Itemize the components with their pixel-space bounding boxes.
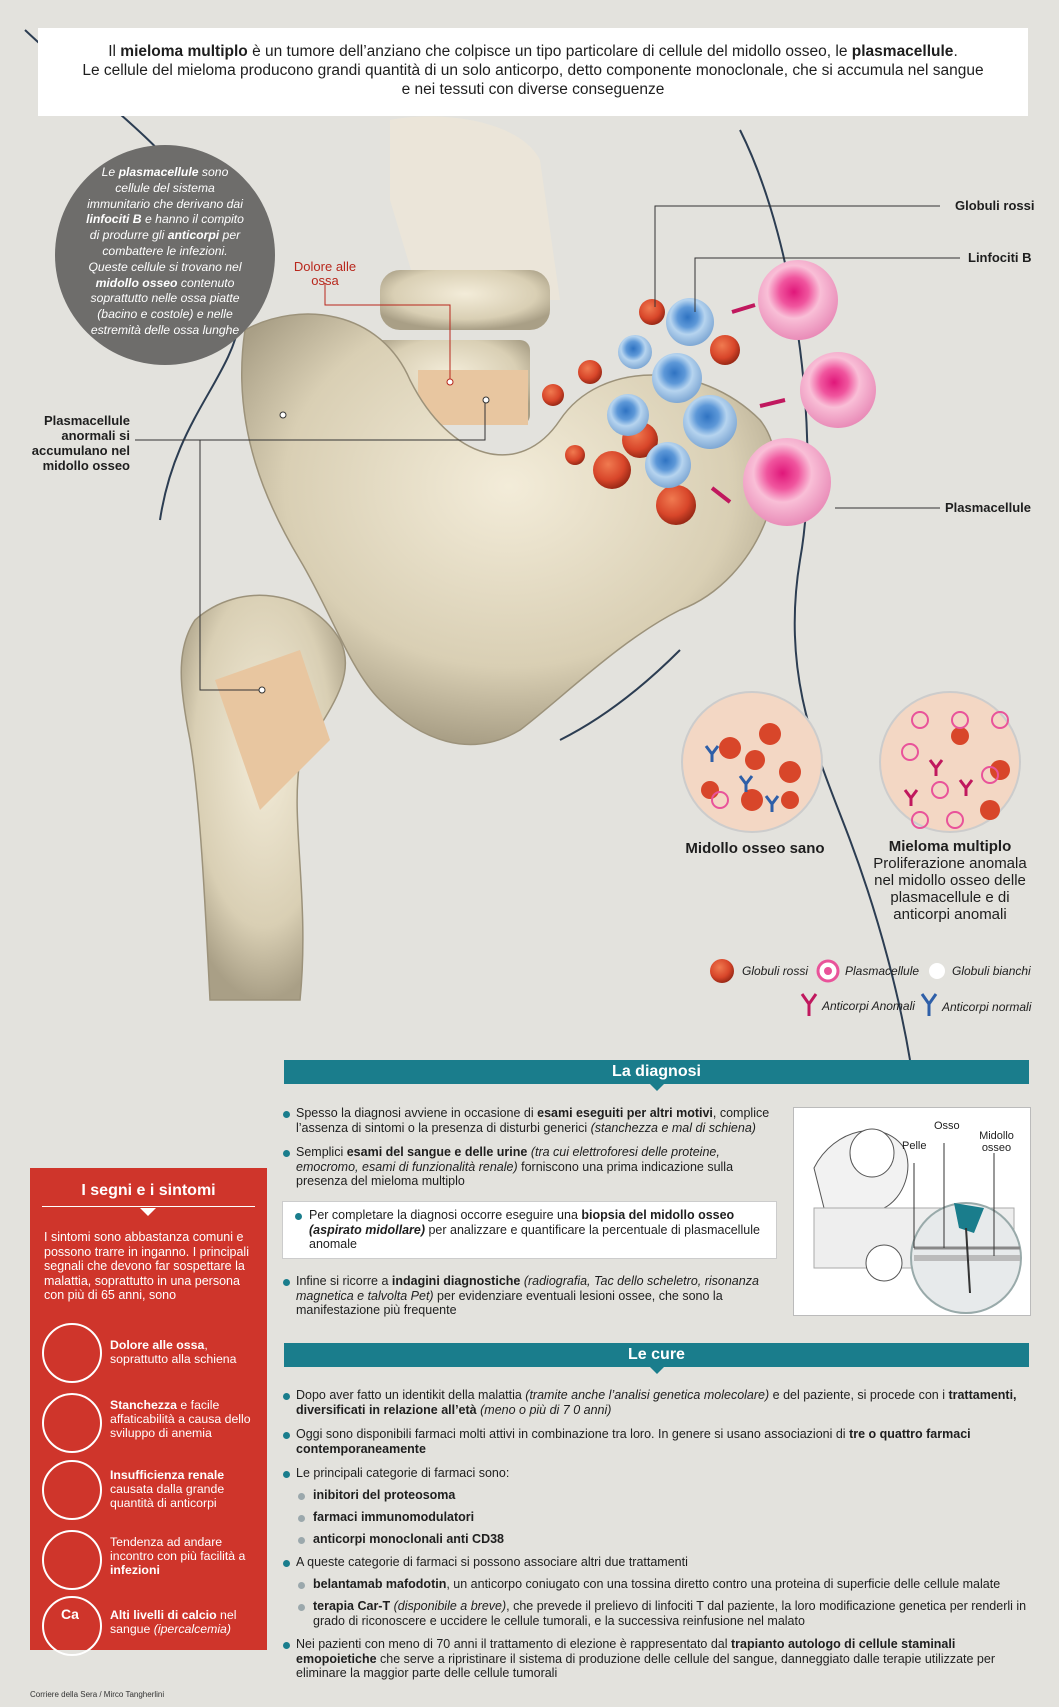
intro-box: Il mieloma multiplo è un tumore dell’anz… (38, 28, 1028, 116)
sintomo-4: Tendenza ad andare incontro con più faci… (110, 1535, 246, 1577)
cure-header: Le cure (284, 1343, 1029, 1374)
cure-point-3: Le principali categorie di farmaci sono: (296, 1466, 510, 1480)
sintomo-3: Insufficienza renale causata dalla grand… (110, 1468, 225, 1510)
fig-label-pelle: Pelle (902, 1140, 927, 1152)
diagnosi-point-3: Per completare la diagnosi occorre esegu… (309, 1208, 760, 1252)
sintomo-2: Stanchezza e facile affaticabilità a cau… (110, 1398, 251, 1440)
cure-point-1: Dopo aver fatto un identikit della malat… (296, 1388, 1017, 1417)
segni-sintomi-panel: I segni e i sintomi I sintomi sono abbas… (30, 1168, 267, 1656)
plasmacell-info-bubble: Le plasmacellule sono cellule del sistem… (55, 145, 275, 365)
cure-point-4: A queste categorie di farmaci si possono… (296, 1555, 688, 1569)
sintomo-5: Alti livelli di calcio nel sangue (iperc… (110, 1608, 237, 1636)
sintomo-1: Dolore alle ossa, soprattutto alla schie… (110, 1338, 237, 1366)
label-globuli-rossi: Globuli rossi (955, 198, 1035, 213)
diagnosi-header: La diagnosi (284, 1060, 1029, 1091)
caption-mieloma-desc: Proliferazione anomala nel midollo osseo… (873, 855, 1027, 923)
legend-plasmacellule: Plasmacellule (845, 964, 920, 978)
legend-globuli-rossi: Globuli rossi (742, 964, 809, 978)
legend-globuli-bianchi: Globuli bianchi (952, 964, 1031, 978)
cure-sub-3: anticorpi monoclonali anti CD38 (313, 1532, 504, 1546)
kidney-icon (42, 1460, 102, 1520)
credits: Corriere della Sera / Mirco Tangherlini (30, 1690, 165, 1699)
segni-title: I segni e i sintomi (81, 1182, 216, 1199)
cure-sub-2: farmaci immunomodulatori (313, 1510, 475, 1524)
spine-icon (42, 1323, 102, 1383)
virus-icon (42, 1530, 102, 1590)
cure-sub-5: terapia Car-T (disponibile a breve), che… (313, 1599, 1027, 1628)
intro-line-2: Le cellule del mieloma producono grandi … (82, 62, 984, 79)
diagnosi-point-2: Semplici esami del sangue e delle urine … (296, 1145, 734, 1189)
label-plasmacellule-anormali: Plasmacellule anormali si accumulano nel… (31, 413, 130, 473)
legend-anticorpi-anomali: Anticorpi Anomali (822, 999, 915, 1013)
calcium-icon: Ca (42, 1596, 102, 1656)
cure-sub-1: inibitori del proteosoma (313, 1488, 456, 1502)
biopsy-drawing (813, 1128, 1022, 1314)
caption-midollo-sano: Midollo osseo sano (685, 840, 825, 857)
fig-label-osso: Osso (934, 1120, 960, 1132)
diagnosi-point-4: Infine si ricorre a indagini diagnostich… (296, 1274, 759, 1318)
caption-mieloma-title: Mieloma multiplo (888, 838, 1012, 855)
label-plasmacellule: Plasmacellule (945, 500, 1031, 515)
cure-sub-4: belantamab mafodotin, un anticorpo coniu… (313, 1577, 1001, 1591)
label-dolore-ossa: Dolore alle ossa (293, 259, 357, 288)
fig-label-midollo: Midollo osseo (979, 1130, 1014, 1154)
label-linfociti-b: Linfociti B (968, 250, 1032, 265)
cure-point-5: Nei pazienti con meno di 70 anni il trat… (296, 1637, 995, 1681)
legend-anticorpi-normali: Anticorpi normali (942, 1000, 1032, 1014)
segni-intro: I sintomi sono abbastanza comuni e posso… (44, 1230, 249, 1302)
cure-point-2: Oggi sono disponibili farmaci molti atti… (296, 1427, 971, 1456)
biopsy-figure: Osso Pelle Midollo osseo (793, 1107, 1031, 1316)
pelvis-illustration (24, 29, 1021, 1060)
tired-icon (42, 1393, 102, 1453)
diagnosi-point-1: Spesso la diagnosi avviene in occasione … (296, 1106, 770, 1135)
intro-line-3: e nei tessuti con diverse conseguenze (401, 81, 665, 98)
